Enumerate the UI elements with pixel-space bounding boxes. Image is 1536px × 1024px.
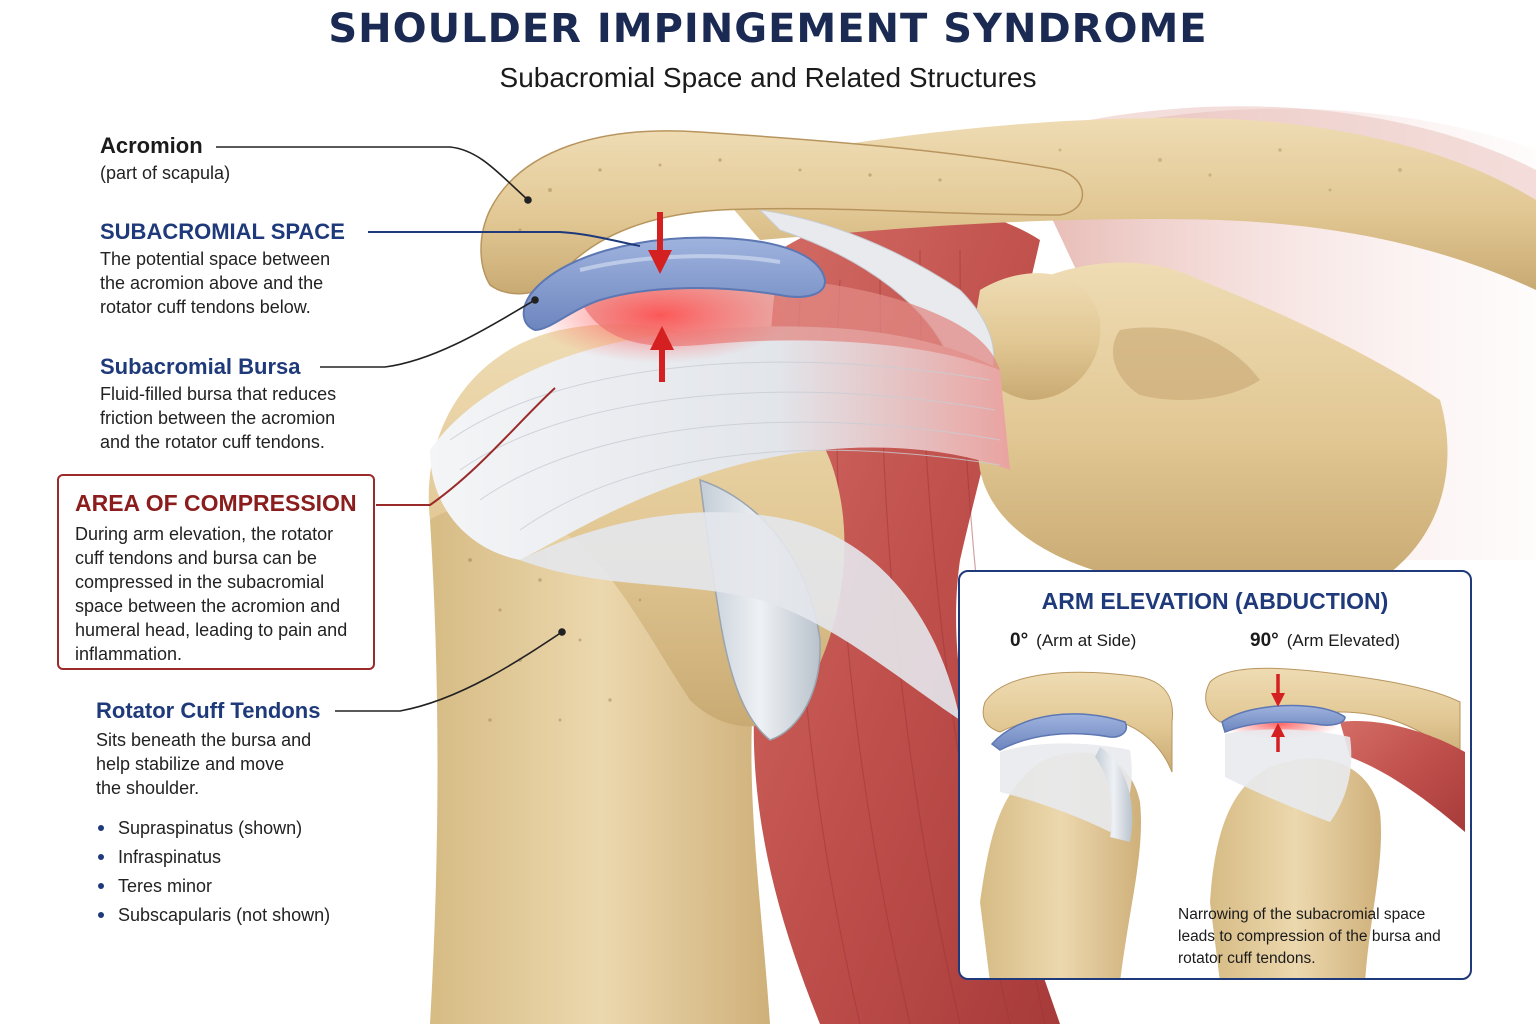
inset-note-line-3: rotator cuff tendons. (1178, 950, 1316, 967)
list-item: Infraspinatus (96, 843, 376, 872)
compression-desc-6: inflammation. (75, 643, 183, 664)
label-bursa: Subacromial Bursa Fluid-filled bursa tha… (100, 354, 336, 454)
inset-right-degree: 90° (1250, 630, 1279, 651)
inset-right-caption: 90°(Arm Elevated) (1250, 630, 1401, 651)
inset-note-line-1: Narrowing of the subacromial space (1178, 906, 1426, 923)
compression-heading: AREA OF COMPRESSION (75, 490, 357, 516)
bursa-desc-2: friction between the acromion (100, 408, 336, 429)
compression-callout: AREA OF COMPRESSION During arm elevation… (57, 474, 375, 670)
acromion-note: (part of scapula) (100, 163, 231, 184)
bursa-desc-3: and the rotator cuff tendons. (100, 432, 325, 453)
rotator-cuff-list: Supraspinatus (shown) Infraspinatus Tere… (96, 814, 376, 930)
bullet-icon (98, 825, 104, 832)
subacromial-space-desc-3: rotator cuff tendons below. (100, 297, 311, 318)
label-rotator-cuff: Rotator Cuff Tendons Sits beneath the bu… (96, 698, 376, 930)
compression-desc-1: During arm elevation, the rotator (75, 523, 334, 544)
inset-illustration (980, 667, 1465, 978)
compression-desc-5: humeral head, leading to pain and (75, 619, 348, 640)
bursa-heading: Subacromial Bursa (100, 354, 301, 379)
label-subacromial-space: SUBACROMIAL SPACE The potential space be… (100, 219, 345, 319)
page-subtitle: Subacromial Space and Related Structures (499, 62, 1037, 93)
rotator-cuff-desc-1: Sits beneath the bursa and (96, 730, 312, 751)
list-item: Teres minor (96, 872, 376, 901)
subacromial-space-desc-1: The potential space between (100, 249, 331, 270)
compression-desc-3: compressed in the subacromial (75, 571, 325, 592)
list-item: Supraspinatus (shown) (96, 814, 376, 843)
bullet-icon (98, 912, 104, 919)
compression-desc-2: cuff tendons and bursa can be (75, 547, 317, 568)
bullet-icon (98, 854, 104, 861)
inset-left-degree: 0° (1010, 630, 1029, 651)
list-item: Subscapularis (not shown) (96, 901, 376, 930)
rotator-cuff-heading: Rotator Cuff Tendons (96, 698, 321, 723)
rotator-cuff-desc-3: the shoulder. (96, 778, 200, 799)
inset-title: ARM ELEVATION (ABDUCTION) (1041, 588, 1389, 614)
abduction-inset: ARM ELEVATION (ABDUCTION) 0°(Arm at Side… (958, 570, 1472, 980)
bursa-desc-1: Fluid-filled bursa that reduces (100, 384, 337, 405)
subacromial-space-heading: SUBACROMIAL SPACE (100, 219, 345, 244)
inset-note: Narrowing of the subacromial space leads… (1178, 904, 1458, 970)
label-acromion: Acromion (part of scapula) (100, 133, 230, 185)
bullet-icon (98, 883, 104, 890)
subacromial-space-desc-2: the acromion above and the (100, 273, 324, 294)
inset-note-line-2: leads to compression of the bursa and (1178, 928, 1441, 945)
rotator-cuff-desc-2: help stabilize and move (96, 754, 285, 775)
compression-desc-4: space between the acromion and (75, 595, 341, 616)
page-title: SHOULDER IMPINGEMENT SYNDROME (328, 6, 1208, 52)
inset-left-caption: 0°(Arm at Side) (1010, 630, 1137, 651)
acromion-heading: Acromion (100, 133, 203, 158)
